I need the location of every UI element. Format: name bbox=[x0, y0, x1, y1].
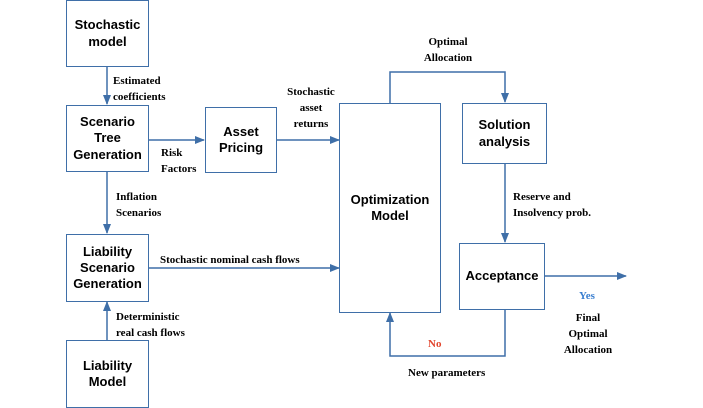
liability-scenario-box: Liability Scenario Generation bbox=[66, 234, 149, 302]
optimal-allocation-label: Optimal Allocation bbox=[423, 36, 473, 64]
asset-pricing-box: Asset Pricing bbox=[205, 107, 277, 173]
solution-analysis-box: Solution analysis bbox=[462, 103, 547, 164]
new-parameters-label: New parameters bbox=[408, 367, 486, 379]
optimization-model-box: Optimization Model bbox=[339, 103, 441, 313]
arrow-acceptance-feedback bbox=[386, 310, 506, 357]
deterministic-cash-flows-label: Deterministic real cash flows bbox=[116, 311, 185, 339]
inflation-scenarios-label: Inflation Scenarios bbox=[116, 191, 162, 219]
stochastic-nominal-cash-flows-label: Stochastic nominal cash flows bbox=[160, 254, 300, 266]
risk-factors-label: Risk Factors bbox=[161, 147, 197, 175]
estimated-coefficients-label: Estimated coefficients bbox=[113, 75, 166, 103]
scenario-tree-box: Scenario Tree Generation bbox=[66, 105, 149, 172]
yes-label: Yes bbox=[579, 290, 595, 302]
final-optimal-allocation-label: Final Optimal Allocation bbox=[563, 312, 613, 356]
stochastic-asset-returns-label: Stochastic asset returns bbox=[287, 86, 335, 130]
no-label: No bbox=[428, 338, 442, 350]
arrow-optimization-to-solution bbox=[389, 71, 509, 103]
liability-model-box: Liability Model bbox=[66, 340, 149, 408]
stochastic-model-box: Stochastic model bbox=[66, 0, 149, 67]
reserve-insolvency-label: Reserve and Insolvency prob. bbox=[513, 191, 592, 219]
acceptance-box: Acceptance bbox=[459, 243, 545, 310]
